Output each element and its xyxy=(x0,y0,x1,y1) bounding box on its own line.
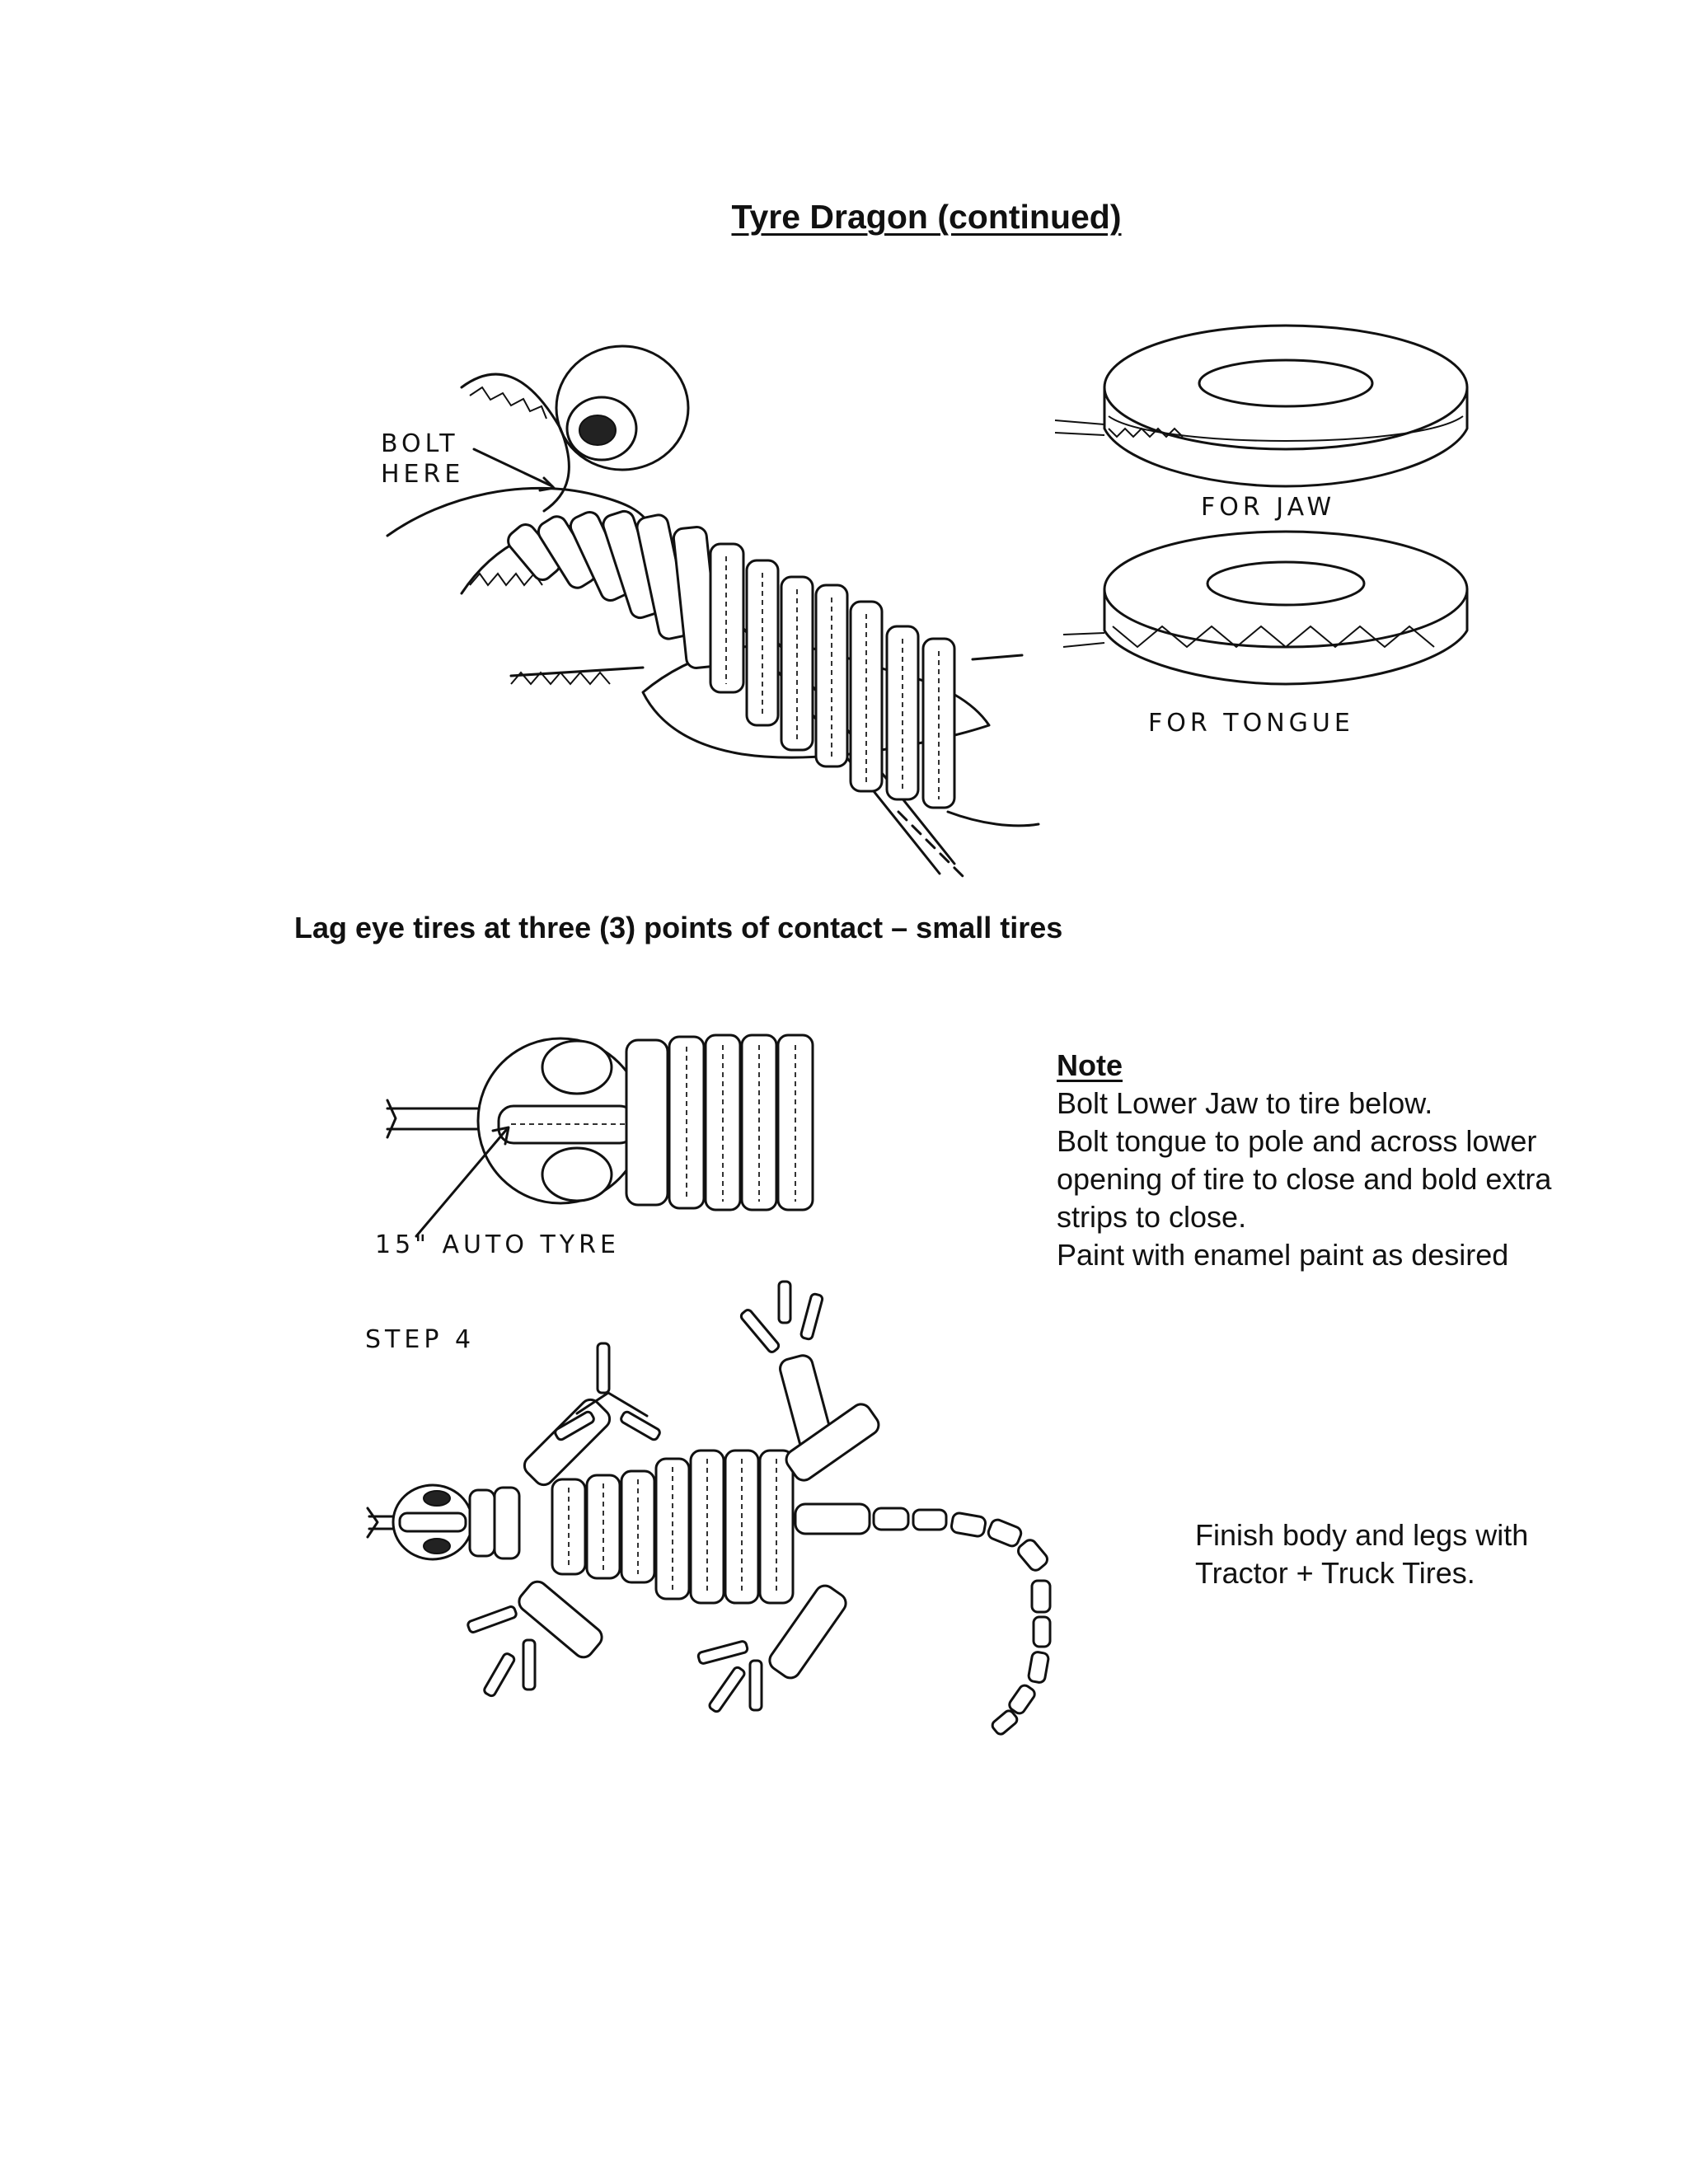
finish-instructions: Finish body and legs with Tractor + Truc… xyxy=(1195,1516,1528,1592)
finish-line: Finish body and legs with xyxy=(1195,1518,1529,1552)
for-tongue-label: FOR TONGUE xyxy=(1148,709,1354,738)
figure-dragon-top-view: STEP 4 xyxy=(365,1280,1052,1736)
lag-eye-caption: Lag eye tires at three (3) points of con… xyxy=(294,911,1063,944)
note-line: Bolt Lower Jaw to tire below. xyxy=(1057,1086,1433,1120)
figure-auto-tyre-head: 15" AUTO TYRE xyxy=(375,1033,814,1259)
auto-tyre-label: 15" AUTO TYRE xyxy=(375,1230,620,1259)
note-heading: Note xyxy=(1057,1048,1123,1082)
note-block: Note Bolt Lower Jaw to tire below. Bolt … xyxy=(1057,1047,1551,1274)
note-line: strips to close. xyxy=(1057,1200,1247,1234)
for-jaw-label: FOR JAW xyxy=(1201,493,1335,522)
step-4-label: STEP 4 xyxy=(365,1325,475,1354)
figure-jaw-tongue-tyres: FOR JAW FOR TONGUE xyxy=(1054,324,1469,738)
note-line: Paint with enamel paint as desired xyxy=(1057,1238,1509,1272)
note-line: opening of tire to close and bold extra xyxy=(1057,1162,1552,1196)
bolt-here-label-line2: HERE xyxy=(381,460,464,489)
figure-dragon-head-side: BOLT HERE xyxy=(381,344,1040,879)
page-title: Tyre Dragon (continued) xyxy=(731,198,1122,236)
note-line: Bolt tongue to pole and across lower xyxy=(1057,1124,1537,1158)
finish-line: Tractor + Truck Tires. xyxy=(1195,1556,1475,1590)
bolt-here-label-line1: BOLT xyxy=(381,429,459,458)
